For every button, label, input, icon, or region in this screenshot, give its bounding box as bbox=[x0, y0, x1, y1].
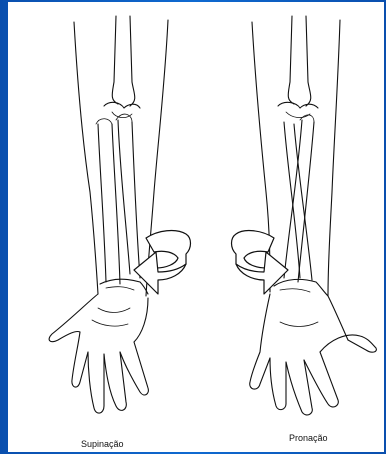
forearm-rotation-diagram bbox=[8, 2, 384, 452]
figure-panel: Supinação Pronação bbox=[8, 2, 384, 452]
pronation-rotation-arrow-icon bbox=[232, 231, 289, 294]
pronation-forearm-illustration bbox=[250, 16, 377, 415]
pronation-caption: Pronação bbox=[289, 433, 328, 443]
supination-forearm-illustration bbox=[49, 16, 168, 413]
supination-caption: Supinação bbox=[81, 439, 124, 449]
